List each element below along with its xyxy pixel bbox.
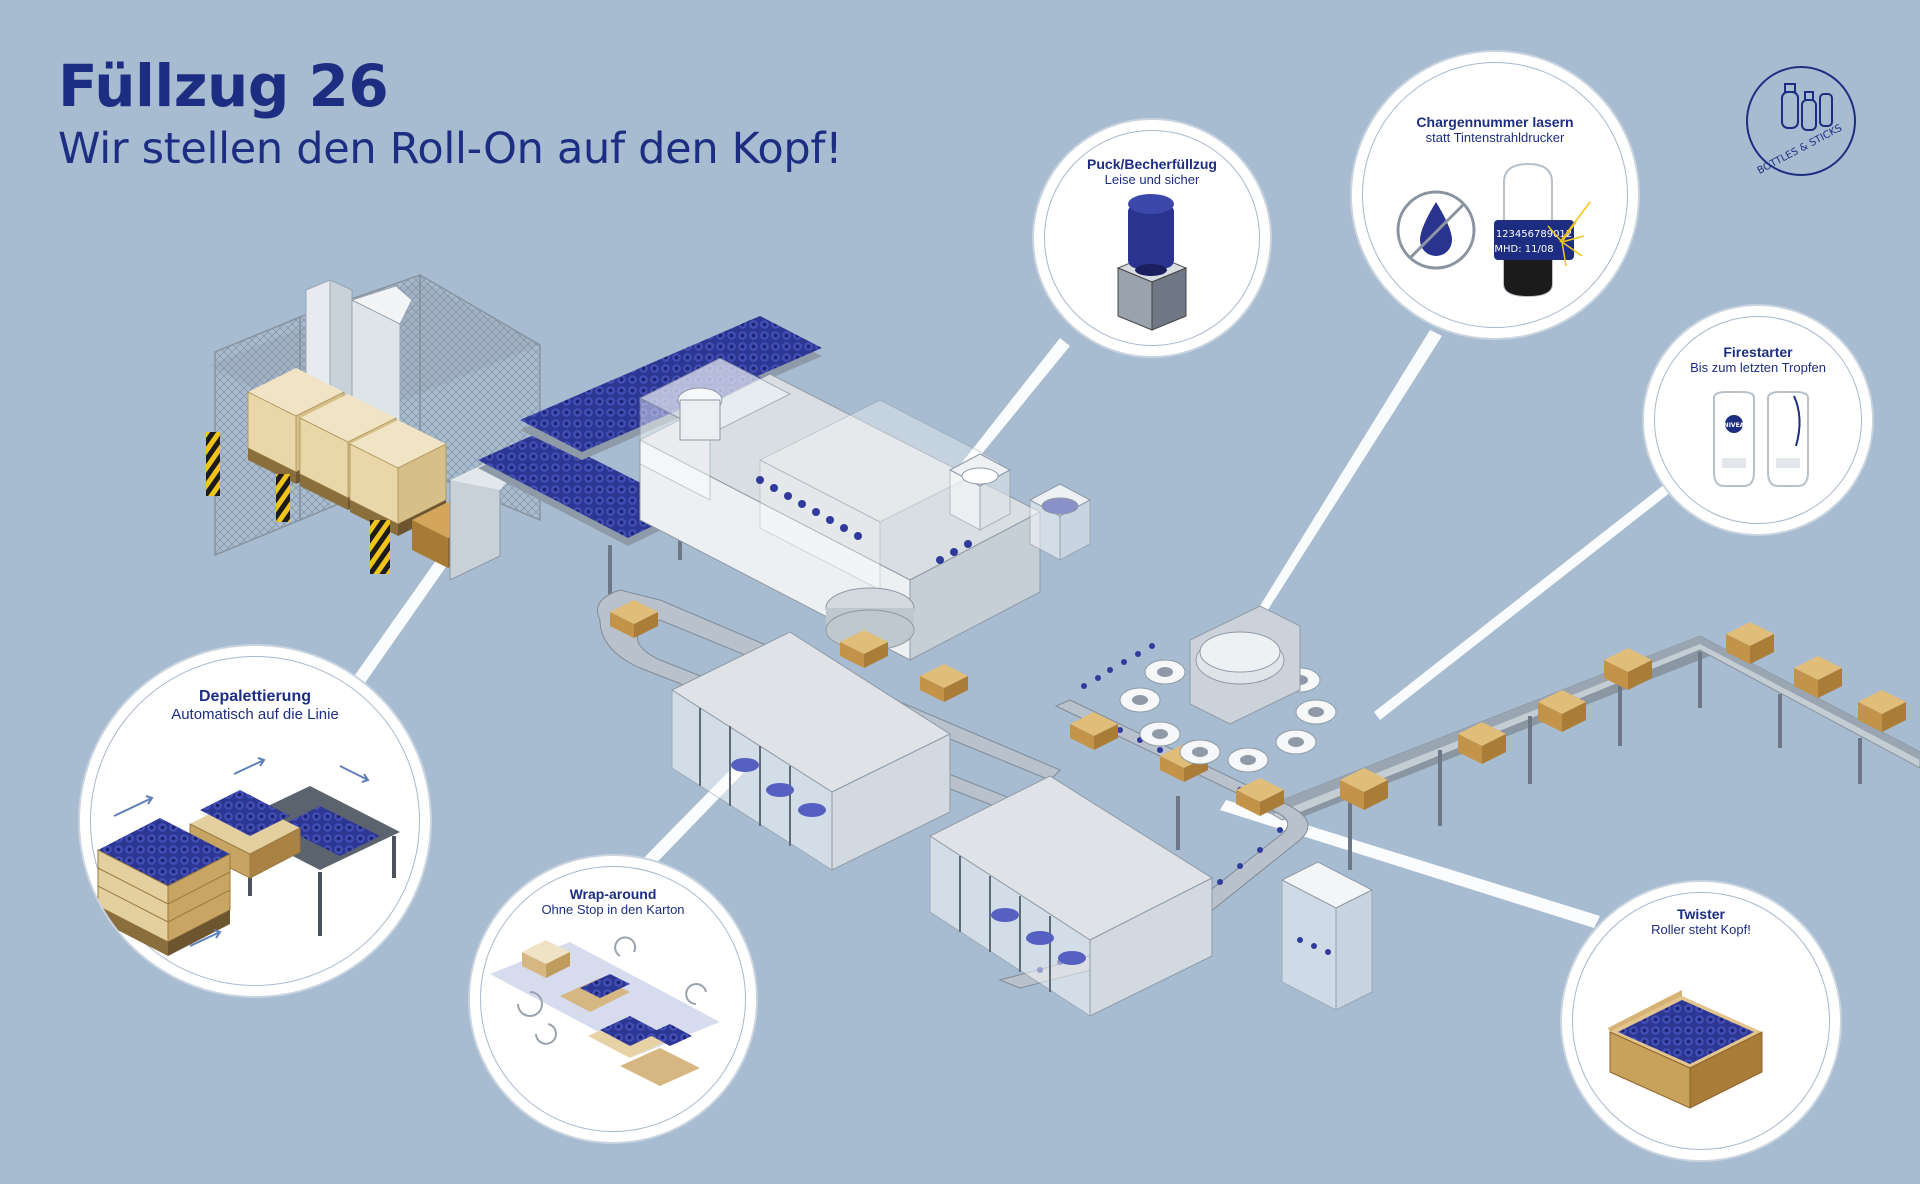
callout-ring <box>1362 62 1628 328</box>
logo-text: BOTTLES & STICKS <box>1756 123 1844 177</box>
callout-firestarter: Firestarter Bis zum letzten Tropfen NIVE… <box>1644 306 1872 534</box>
page-title: Füllzug 26 <box>58 52 389 120</box>
callout-title: Puck/Becherfüllzug <box>1087 156 1217 172</box>
bottle-icon <box>1781 83 1833 131</box>
callout-subtitle: statt Tintenstrahldrucker <box>1425 130 1565 145</box>
carton-with-bottles-icon <box>1608 990 1763 1109</box>
callout-ring <box>1572 892 1830 1150</box>
callout-ring <box>1654 316 1862 524</box>
callout-caption: Firestarter Bis zum letzten Tropfen <box>1644 344 1872 375</box>
batch-number: 123456789012 <box>1496 229 1572 240</box>
brand-label: NIVEA <box>1724 422 1745 429</box>
page-subtitle: Wir stellen den Roll-On auf den Kopf! <box>58 124 843 174</box>
callout-subtitle: Ohne Stop in den Karton <box>541 902 685 917</box>
callout-subtitle: Leise und sicher <box>1104 172 1200 187</box>
movement-arrow-icon <box>113 757 370 947</box>
callout-twister: Twister Roller steht Kopf! <box>1562 882 1840 1160</box>
callout-ring <box>480 866 746 1132</box>
callout-title: Twister <box>1677 906 1725 922</box>
wrap-around-box-icon <box>490 936 720 1086</box>
header: Füllzug 26 Wir stellen den Roll-On auf d… <box>58 52 842 174</box>
roll-on-in-puck-icon <box>1116 194 1188 331</box>
callout-ring <box>90 656 420 986</box>
callout-title: Chargennummer lasern <box>1416 114 1574 130</box>
callout-caption: Depalettierung Automatisch auf die Linie <box>80 688 430 723</box>
callout-puck-filling: Puck/Becherfüllzug Leise und sicher <box>1034 120 1270 356</box>
wrap-around-packer-1 <box>670 631 952 871</box>
callout-caption: Twister Roller steht Kopf! <box>1562 906 1840 937</box>
rotate-arrow-icon <box>517 936 707 1045</box>
outfeed-conveyor <box>1260 622 1920 870</box>
callout-ring <box>1044 130 1260 346</box>
depalletizer-cell <box>206 273 541 581</box>
callout-title: Depalettierung <box>198 688 311 705</box>
callout-caption: Chargennummer lasern statt Tintenstrahld… <box>1352 114 1638 145</box>
wrap-around-packer-2 <box>928 775 1214 1017</box>
callout-laser-coding: Chargennummer lasern statt Tintenstrahld… <box>1352 52 1638 338</box>
callout-caption: Puck/Becherfüllzug Leise und sicher <box>1034 156 1270 187</box>
filling-machine <box>638 357 1092 661</box>
callout-caption: Wrap-around Ohne Stop in den Karton <box>470 886 756 917</box>
callout-title: Firestarter <box>1723 344 1793 360</box>
callout-depalletizing: Depalettierung Automatisch auf die Linie <box>80 646 430 996</box>
best-before-date: MHD: 11/08 <box>1494 244 1553 255</box>
carton-boxes <box>1340 622 1906 810</box>
twister-station <box>1280 861 1374 1011</box>
callout-title: Wrap-around <box>569 886 657 902</box>
callout-wrap-around: Wrap-around Ohne Stop in den Karton <box>470 856 756 1142</box>
callout-subtitle: Automatisch auf die Linie <box>171 706 339 723</box>
callout-subtitle: Roller steht Kopf! <box>1651 922 1751 937</box>
pallet-unloading-icon <box>97 757 400 956</box>
laser-code-icon: 123456789012 MHD: 11/08 <box>1396 162 1591 298</box>
callout-subtitle: Bis zum letzten Tropfen <box>1690 360 1826 375</box>
roll-on-bottles-icon: NIVEA <box>1713 391 1809 487</box>
puck-carousel <box>1081 605 1337 773</box>
ink-drop-icon <box>1420 202 1452 256</box>
laser-spark-icon <box>1547 201 1591 267</box>
bottles-sticks-logo: BOTTLES & STICKS <box>1744 64 1858 178</box>
nivea-logo-icon <box>1725 415 1743 433</box>
